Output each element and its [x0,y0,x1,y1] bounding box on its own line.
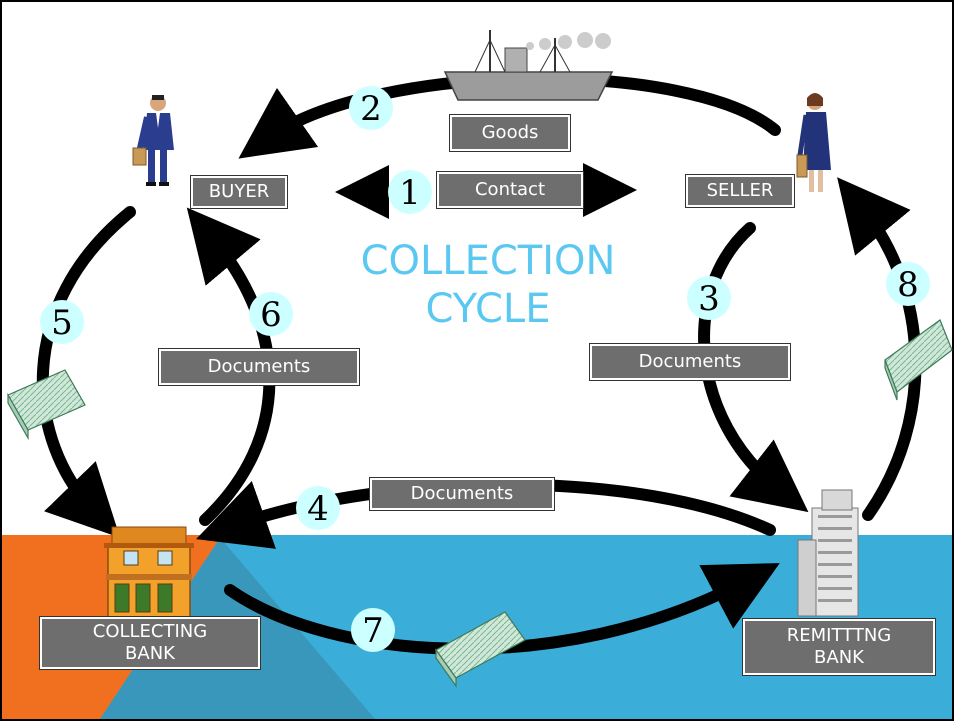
step-badge-3: 3 [687,276,731,320]
seller-label: SELLER [685,174,795,208]
money-icon [7,369,86,441]
arrow-payment-5 [36,206,136,538]
step-badge-6: 6 [249,292,293,336]
step-badge-2: 2 [349,86,393,130]
step-badge-4: 4 [296,486,340,530]
collecting-bank-building-icon [104,526,194,618]
step-number-6: 6 [260,295,282,335]
title-line-2: CYCLE [425,286,551,332]
step-badge-1: 1 [388,170,432,214]
step-number-8: 8 [897,265,919,305]
step-number-7: 7 [362,611,384,651]
step-number-4: 4 [307,489,329,529]
step-badge-7: 7 [351,608,395,652]
title-line-1: COLLECTION [360,238,616,284]
remitting-bank-building-icon [797,489,859,617]
step-number-5: 5 [51,303,73,343]
documents-label-4: Documents [369,477,555,511]
buyer-label: BUYER [190,175,288,209]
money-icon [435,611,526,688]
contact-label: Contact [436,171,584,209]
buyer-person-icon [132,95,174,186]
step-number-2: 2 [360,89,382,129]
step-number-1: 1 [399,173,421,213]
ship-icon [443,30,614,101]
step-number-3: 3 [698,279,720,319]
documents-label-3: Documents [589,343,791,381]
step-badge-5: 5 [40,300,84,344]
documents-label-6: Documents [158,348,360,386]
money-icon [884,319,953,401]
goods-label: Goods [449,114,571,152]
step-badges: 1 2 3 4 5 6 7 8 [40,86,930,652]
remitting-bank-label: REMITTTNG BANK [742,618,936,676]
seller-person-icon [796,93,831,192]
collecting-bank-label: COLLECTING BANK [39,616,261,670]
step-badge-8: 8 [886,262,930,306]
